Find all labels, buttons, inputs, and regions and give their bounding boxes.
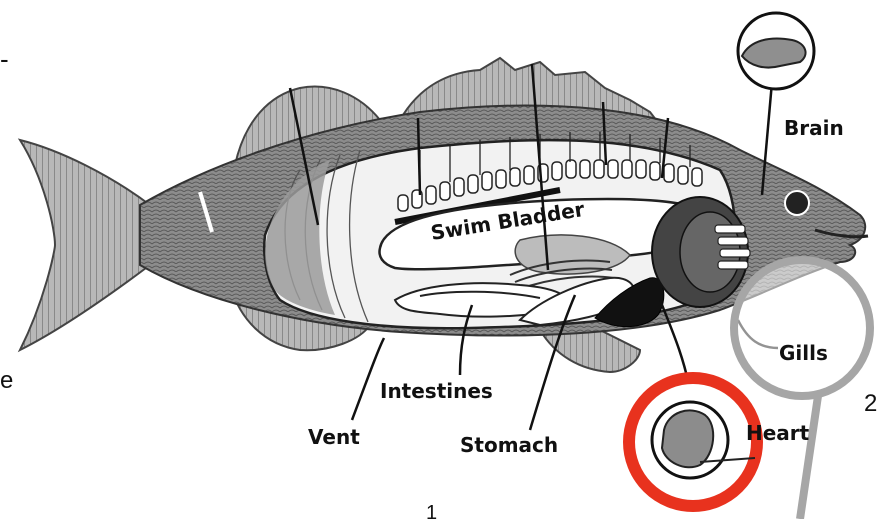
gills-callout-tail bbox=[800, 396, 818, 519]
edge-text-left-top: - bbox=[0, 44, 9, 74]
gills-callout-ring bbox=[734, 260, 870, 396]
label-stomach: Stomach bbox=[460, 433, 558, 457]
eye bbox=[785, 191, 809, 215]
edge-text-right-number: 2 bbox=[864, 390, 877, 417]
tail-fin bbox=[20, 140, 150, 350]
label-vent: Vent bbox=[308, 425, 360, 449]
label-heart: Heart bbox=[746, 421, 810, 445]
label-brain: Brain bbox=[784, 116, 844, 140]
label-gills: Gills bbox=[779, 341, 828, 365]
label-intestines: Intestines bbox=[380, 379, 493, 403]
edge-text-left-mid: e bbox=[0, 367, 13, 394]
edge-text-bottom-number: 1 bbox=[426, 502, 437, 519]
heart-icon bbox=[662, 410, 713, 467]
